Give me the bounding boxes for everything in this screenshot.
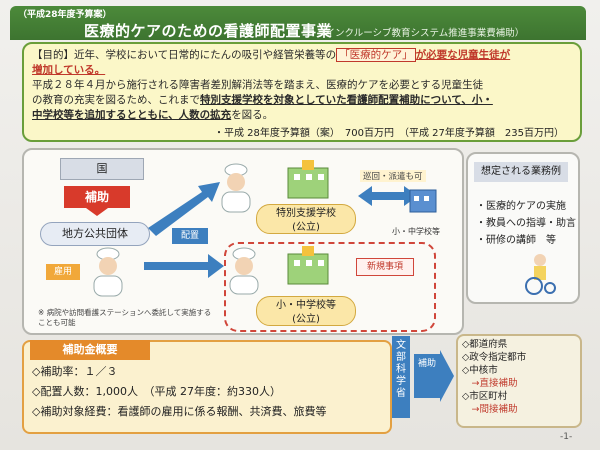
recipient-item: ◇中核市 [462, 365, 498, 376]
employment-tag: 雇用 [46, 264, 80, 280]
recipients-list: ◇都道府県 ◇政令指定都市 ◇中核市 →直接補助 ◇市区町村 →間接補助 [462, 338, 526, 416]
purpose-line5a: 中学校等を追加するとともに、人数の拡充 [32, 109, 232, 121]
arrow-to-elementary-school [144, 254, 224, 278]
purpose-line5b: を図る。 [231, 109, 274, 121]
local-govt-label: 地方公共団体 [40, 222, 150, 246]
header-bar: （平成28年度予算案） 医療的ケアのための看護師配置事業 （インクルーシブ教育シ… [10, 6, 586, 40]
recipient-item: ◇政令指定都市 [462, 352, 527, 363]
diagram-arrows [93, 160, 437, 297]
placement-tag: 配置 [172, 228, 208, 244]
recipient-item: →間接補助 [462, 404, 518, 415]
tasks-title: 想定される業務例 [474, 162, 568, 182]
new-item-dashed-box [224, 242, 436, 332]
budget-tag: （平成28年度予算案） [18, 10, 112, 20]
page-title: 医療的ケアのための看護師配置事業 [84, 22, 333, 40]
note-text: ※ 病院や訪問看護ステーションへ委託して実施することも可能 [38, 308, 212, 327]
purpose-line2: 増加している。 [32, 64, 106, 76]
budget-line: ・平成 28年度予算額（案） 700百万円 （平成 27年度予算額 235百万円… [214, 128, 564, 139]
page-number: -1- [560, 432, 573, 442]
tasks-list: ・医療的ケアの実施 ・教員への指導・助言 ・研修の講師 等 [476, 198, 576, 249]
purpose-line1b: が必要な児童生徒が [415, 49, 511, 61]
subsidy-list: ◇補助率：１／３ ◇配置人数：1,000人 （平成 27年度：約330人） ◇補… [32, 362, 326, 422]
nurse-icon-employed [93, 247, 123, 297]
dispatch-label: 巡回・派遣も可 [360, 170, 426, 182]
special-school-public: (公立) [292, 222, 320, 233]
subsidy-arrow: 補助 [64, 186, 130, 216]
special-school-name: 特別支援学校 [276, 208, 336, 219]
subsidy-title: 補助金概要 [30, 340, 150, 360]
nurse-icon-1 [221, 163, 251, 213]
page-subtitle: （インクルーシブ教育システム推進事業費補助） [316, 28, 525, 39]
arrow-to-special-school [148, 182, 220, 236]
expected-tasks-box: 想定される業務例 ・医療的ケアの実施 ・教員への指導・助言 ・研修の講師 等 [466, 152, 580, 304]
flow-diagram: 国 補助 地方公共団体 雇用 配置 特別支援学校 (公立) 新規事項 小・中学校… [22, 148, 464, 335]
elementary-school-label: 小・中学校等 (公立) [256, 296, 356, 326]
mext-label: 文部科学省 [392, 336, 410, 418]
small-school-label: 小・中学校等 [392, 227, 440, 236]
medical-care-highlight: 「医療的ケア」 [336, 48, 416, 62]
school-building-icon-2 [287, 246, 329, 285]
small-school-building-icon [409, 189, 437, 213]
special-school-label: 特別支援学校 (公立) [256, 204, 356, 234]
recipient-item: →直接補助 [462, 378, 518, 389]
subsidy-overview-box: 補助金概要 ◇補助率：１／３ ◇配置人数：1,000人 （平成 27年度：約33… [22, 340, 392, 434]
double-arrow-dispatch [358, 186, 418, 206]
purpose-line3: 平成２８年４月から施行される障害者差別解消法等を踏まえ、医療的ケアを必要とする児… [32, 79, 484, 91]
wheelchair-child-icon [525, 254, 556, 295]
subsidy-costs: ◇補助対象経費：看護師の雇用に係る報酬、共済費、旅費等 [32, 405, 327, 418]
purpose-line4a: の教育の充実を図るため、これまで [32, 94, 200, 106]
school-building-icon-1 [287, 160, 329, 199]
purpose-text: 【目的】近年、学校において日常的にたんの吸引や経管栄養等の「医療的ケア」が必要な… [32, 48, 572, 123]
recipients-box: ◇都道府県 ◇政令指定都市 ◇中核市 →直接補助 ◇市区町村 →間接補助 [456, 334, 582, 428]
purpose-line1a: 【目的】近年、学校において日常的にたんの吸引や経管栄養等の [32, 49, 337, 61]
subsidy-right-arrow: 補助 [414, 350, 454, 402]
purpose-box: 【目的】近年、学校において日常的にたんの吸引や経管栄養等の「医療的ケア」が必要な… [22, 42, 582, 142]
subsidy-staff: ◇配置人数：1,000人 （平成 27年度：約330人） [32, 385, 281, 398]
elementary-school-name: 小・中学校等 [276, 300, 336, 311]
recipient-item: ◇都道府県 [462, 339, 508, 350]
task-item: ・研修の講師 等 [476, 235, 556, 246]
new-item-badge: 新規事項 [356, 258, 414, 276]
task-item: ・医療的ケアの実施 [476, 201, 566, 212]
purpose-line4b: 特別支援学校を対象としていた看護師配置補助について、小・ [200, 94, 493, 106]
task-item: ・教員への指導・助言 [476, 218, 576, 229]
national-govt-label: 国 [60, 158, 144, 180]
recipient-item: ◇市区町村 [462, 391, 508, 402]
subsidy-rate: ◇補助率：１／３ [32, 365, 118, 378]
elementary-school-public: (公立) [292, 314, 320, 325]
